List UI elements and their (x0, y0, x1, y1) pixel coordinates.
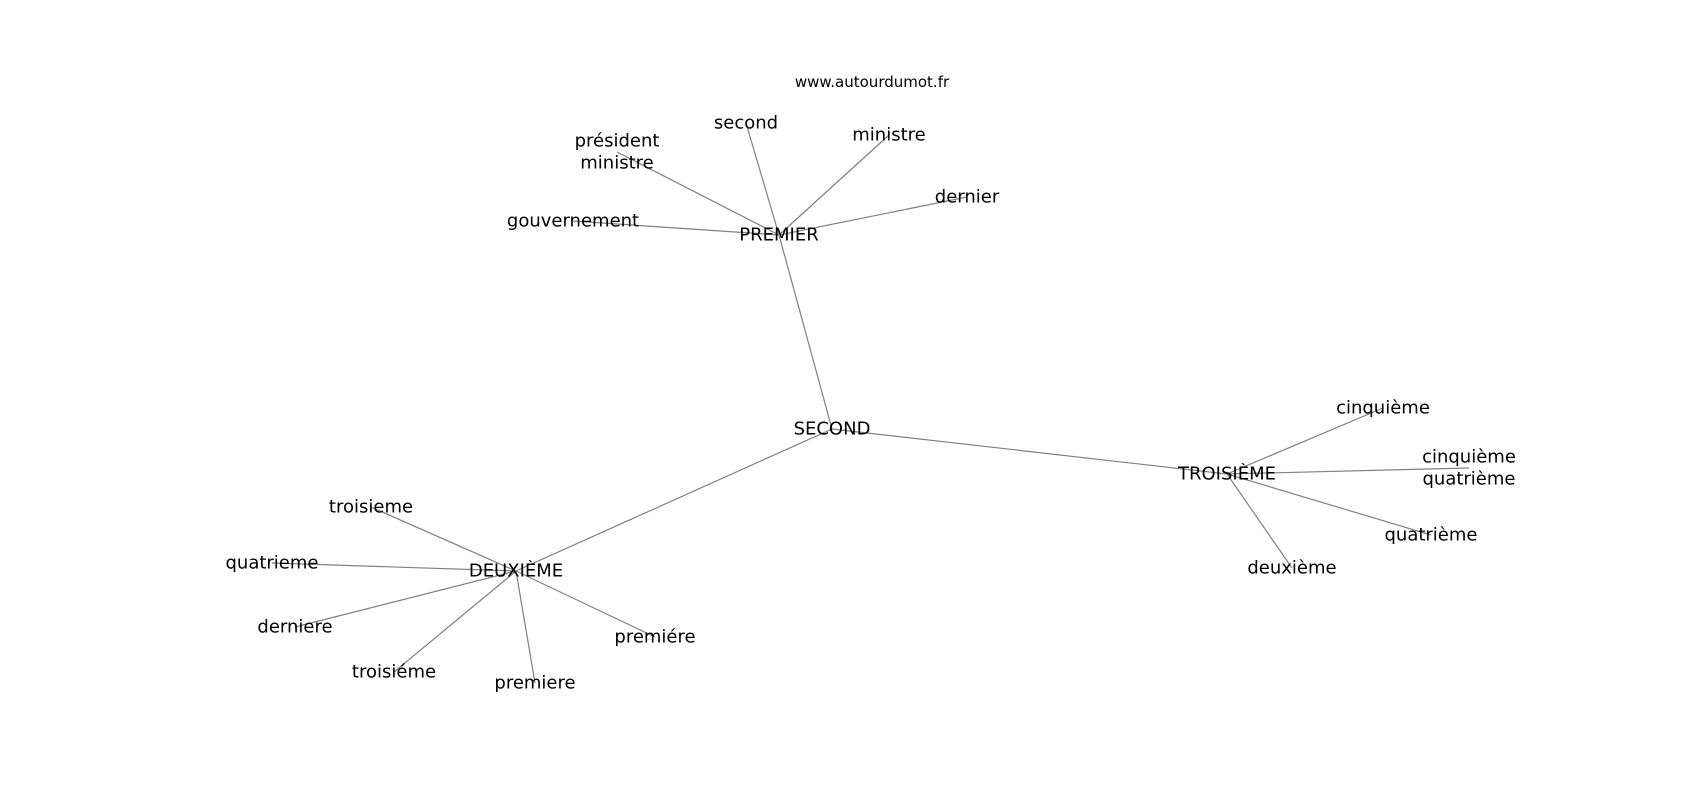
node-quatrieme-t[interactable]: quatrième (1384, 525, 1477, 546)
node-quatrieme-d[interactable]: quatrieme (225, 553, 318, 574)
edge-premier-second_leaf (745, 122, 780, 236)
edge-premier-president_ministre (616, 151, 780, 236)
node-premiere[interactable]: premiere (494, 673, 575, 694)
node-premiere-acute[interactable]: premiére (614, 627, 695, 648)
edge-troisieme-quatrieme_t (1226, 473, 1432, 536)
node-second-leaf[interactable]: second (714, 113, 778, 134)
node-label-line: ministre (852, 125, 925, 146)
node-label-line: second (714, 113, 778, 134)
node-deuxieme[interactable]: DEUXIÈME (469, 560, 563, 582)
node-label-line: premiére (614, 627, 695, 648)
node-second-center[interactable]: SECOND (794, 419, 871, 440)
edge-deuxieme-troisieme_d (370, 506, 517, 572)
node-label-line: PREMIER (739, 225, 818, 246)
edge-premier-dernier (778, 196, 968, 236)
graph-labels: SECOND PREMIER DEUXIÈME TROISIÈME second mini… (225, 113, 1515, 694)
node-label-line: quatrième (1422, 469, 1515, 490)
node-label-line: quatrième (1384, 525, 1477, 546)
node-label-line: dernier (935, 187, 1000, 208)
edge-second_center-troisieme (831, 428, 1228, 475)
node-premier[interactable]: PREMIER (739, 225, 818, 246)
edge-premier-gouvernement (572, 220, 780, 236)
node-label-line: cinquième (1336, 398, 1430, 419)
node-label-line: SECOND (794, 419, 871, 440)
node-cinquieme[interactable]: cinquième (1336, 398, 1430, 419)
node-dernier[interactable]: dernier (935, 187, 1000, 208)
edge-deuxieme-premiere_acute (515, 570, 656, 638)
node-troisieme-acute[interactable]: troisiéme (352, 662, 436, 683)
node-label-line: président (575, 131, 660, 152)
graph-edges (271, 122, 1470, 684)
node-label-line: troisieme (329, 497, 413, 518)
node-label-line: premiere (494, 673, 575, 694)
edge-second_center-premier (778, 234, 833, 430)
node-label-line: troisiéme (352, 662, 436, 683)
node-label-line: gouvernement (507, 211, 639, 232)
edge-deuxieme-troisieme_acute (393, 570, 517, 673)
edge-troisieme-deuxieme_leaf (1226, 473, 1293, 569)
edge-second_center-deuxieme (515, 428, 833, 572)
node-derniere[interactable]: derniere (257, 617, 332, 638)
node-label-line: cinquième (1422, 447, 1516, 468)
node-troisieme[interactable]: TROISIÈME (1177, 463, 1276, 485)
node-label-line: TROISIÈME (1177, 463, 1276, 485)
edge-deuxieme-quatrieme_d (271, 562, 517, 572)
node-deuxieme-leaf[interactable]: deuxième (1247, 558, 1336, 579)
node-label-line: derniere (257, 617, 332, 638)
edge-deuxieme-premiere (515, 570, 536, 684)
node-label-line: DEUXIÈME (469, 560, 563, 582)
edge-troisieme-cinquieme (1226, 407, 1384, 475)
site-watermark: www.autourdumot.fr (795, 73, 950, 91)
node-label-line: ministre (580, 153, 653, 174)
node-ministre[interactable]: ministre (852, 125, 925, 146)
edge-premier-ministre (778, 134, 890, 236)
edge-deuxieme-derniere (294, 570, 517, 628)
edge-troisieme-cinquieme_quatrieme (1226, 467, 1470, 475)
node-gouvernement[interactable]: gouvernement (507, 211, 639, 232)
node-label-line: deuxième (1247, 558, 1336, 579)
node-label-line: quatrieme (225, 553, 318, 574)
node-troisieme-d[interactable]: troisieme (329, 497, 413, 518)
